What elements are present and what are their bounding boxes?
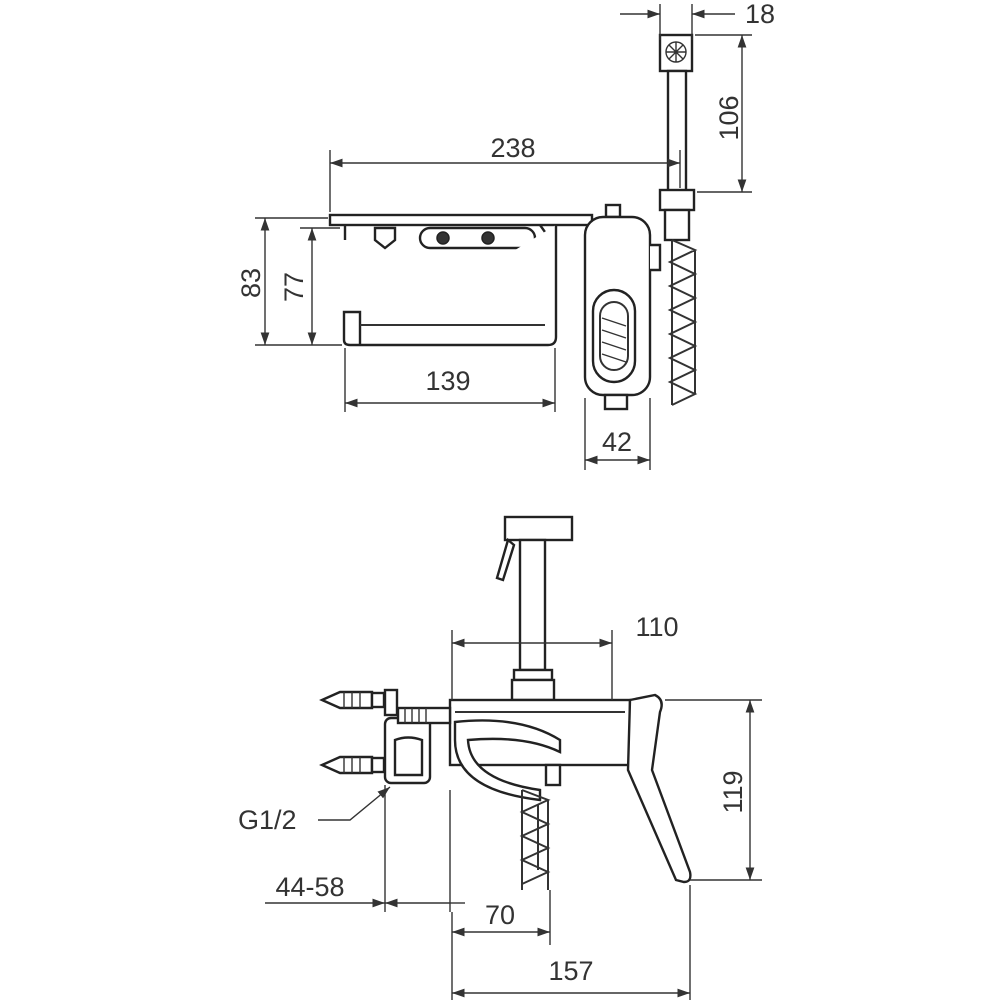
hose-side	[519, 789, 551, 890]
dim-total-width: 238	[490, 133, 535, 163]
dim-spout: 70	[485, 900, 515, 930]
hose	[667, 239, 698, 406]
hand-shower-head	[658, 33, 696, 242]
dim-shower-offset: 110	[635, 612, 678, 642]
paper-holder	[342, 224, 558, 347]
mixer-body-side	[448, 693, 692, 884]
dim-height: 119	[718, 770, 748, 813]
shower-holder	[495, 515, 574, 702]
dim-handset-height: 106	[714, 95, 744, 140]
dim-handset-width: 18	[745, 0, 775, 29]
dim-holder-width: 139	[425, 366, 470, 396]
top-view: 18 106 238 83 77 139 42	[236, 0, 775, 470]
dim-total-depth: 157	[548, 956, 593, 986]
thread-label: G1/2	[238, 805, 297, 835]
wall-connectors	[319, 688, 452, 785]
dim-eccentric-range: 44-58	[275, 872, 344, 902]
mixer-body	[583, 203, 662, 411]
side-view: 110 119 G1/2 44-58 70 157	[238, 515, 762, 1000]
dim-mixer-width: 42	[602, 427, 632, 457]
shelf-plate	[328, 213, 594, 227]
dim-total-height: 83	[236, 268, 266, 298]
dim-holder-height: 77	[279, 272, 309, 302]
